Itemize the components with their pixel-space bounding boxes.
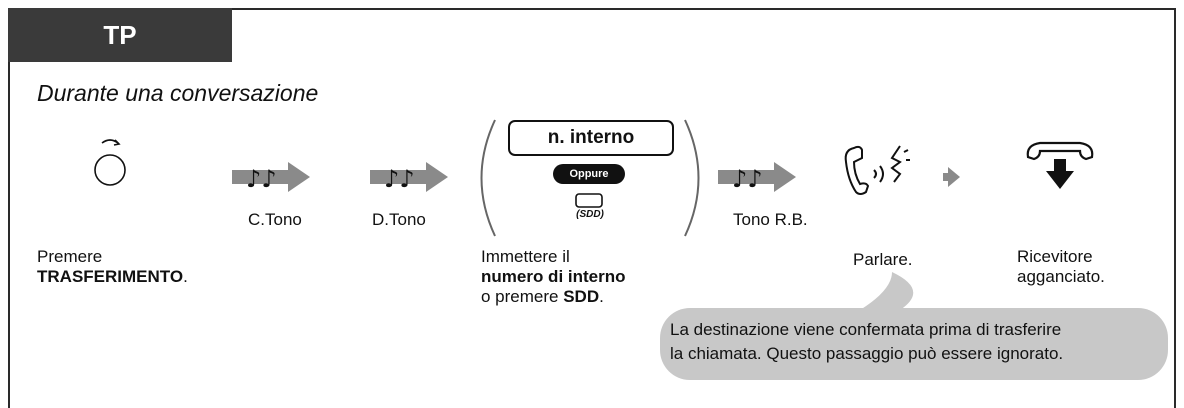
section-frame xyxy=(8,8,1176,408)
hangup-line1: Ricevitore xyxy=(1017,247,1093,266)
next-arrow-icon xyxy=(943,167,960,187)
note-line1: La destinazione viene confermata prima d… xyxy=(670,320,1062,339)
right-parenthesis-icon xyxy=(684,119,700,237)
left-parenthesis-icon xyxy=(480,119,496,237)
period2: . xyxy=(599,287,604,306)
dial-tone2-label: D.Tono xyxy=(372,210,426,229)
enter-line2: numero di interno xyxy=(481,267,626,286)
transfer-button-icon xyxy=(94,139,126,186)
sdd-key-icon xyxy=(575,193,603,208)
sdd-key-label: (SDD) xyxy=(576,209,604,220)
enter-line1: Immettere il xyxy=(481,247,570,266)
note-bubble xyxy=(660,272,1168,380)
note-line2: la chiamata. Questo passaggio può essere… xyxy=(670,344,1064,363)
hangup-line2: agganciato. xyxy=(1017,267,1105,286)
dial-tone2-arrow-icon: ♪♪ xyxy=(370,162,448,193)
dial-tone-label: C.Tono xyxy=(248,210,302,229)
svg-text:♪♪: ♪♪ xyxy=(732,165,763,193)
talk-label: Parlare. xyxy=(853,250,913,269)
svg-text:♪♪: ♪♪ xyxy=(246,165,277,193)
period: . xyxy=(183,267,188,286)
svg-text:♪♪: ♪♪ xyxy=(384,165,415,193)
press-line: Premere xyxy=(37,247,103,266)
extension-number-box: n. interno xyxy=(508,120,674,156)
enter-extension-text: Immettere il numero di interno o premere… xyxy=(481,247,626,307)
dial-tone-arrow-icon: ♪♪ xyxy=(232,162,310,193)
hangup-handset-icon xyxy=(1026,141,1094,189)
sdd-key-name: SDD xyxy=(563,287,600,306)
hangup-text: Ricevitore agganciato. xyxy=(1017,247,1105,287)
context-heading: Durante una conversazione xyxy=(37,80,319,106)
tp-tab-label: TP xyxy=(103,19,137,50)
ringback-tone-label: Tono R.B. xyxy=(733,210,808,229)
ringback-tone-arrow-icon: ♪♪ xyxy=(718,162,796,193)
talk-handset-icon xyxy=(844,145,910,195)
press-transfer-text: Premere TRASFERIMENTO. xyxy=(37,247,188,287)
enter-line3-pre: o premere xyxy=(481,287,564,306)
transfer-key-name: TRASFERIMENTO xyxy=(37,267,184,286)
or-badge: Oppure xyxy=(553,164,625,184)
tp-tab: TP xyxy=(8,8,232,62)
note-text: La destinazione viene confermata prima d… xyxy=(670,318,1160,366)
